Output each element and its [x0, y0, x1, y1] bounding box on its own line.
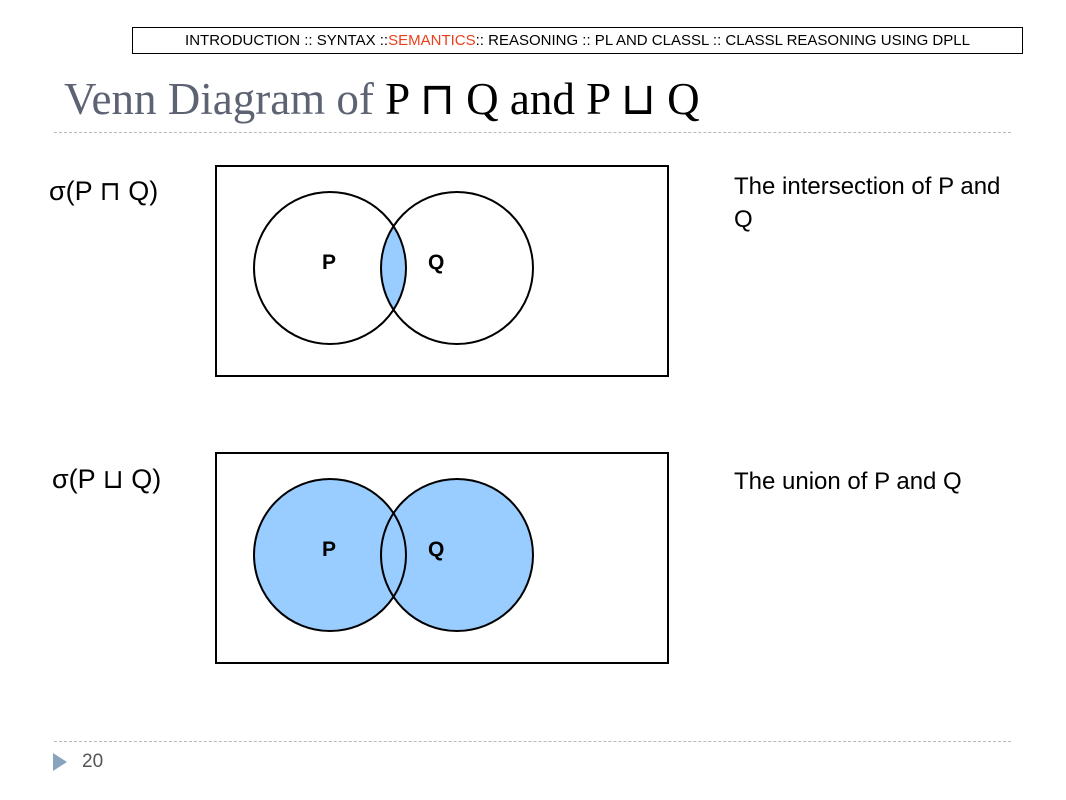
breadcrumb-active-section: SEMANTICS — [388, 32, 476, 49]
label-p: P — [322, 251, 336, 274]
union-region-q — [381, 479, 533, 631]
label-q: Q — [428, 251, 444, 274]
union-expression: σ(P ⊔ Q) — [52, 464, 162, 494]
circle-p — [253, 191, 407, 345]
circle-q — [380, 478, 534, 632]
union-region-p — [254, 479, 406, 631]
circle-p — [253, 478, 407, 632]
page-number: 20 — [82, 751, 104, 772]
intersection-venn-diagram: P Q — [215, 165, 669, 377]
label-p: P — [322, 538, 336, 561]
title-expression: P ⊓ Q and P ⊔ Q — [385, 74, 700, 124]
label-q: Q — [428, 538, 444, 561]
header-divider — [54, 132, 1011, 133]
breadcrumb-before: INTRODUCTION :: SYNTAX :: — [185, 32, 389, 49]
title-prefix: Venn Diagram of — [64, 74, 386, 124]
footer-divider — [54, 741, 1011, 742]
intersection-description: The intersection of P and Q — [734, 173, 1001, 233]
union-description: The union of P and Q — [734, 468, 962, 495]
circle-q — [380, 191, 534, 345]
breadcrumb: INTRODUCTION :: SYNTAX :: SEMANTICS :: R… — [132, 27, 1023, 54]
intersection-expression: σ(P ⊓ Q) — [49, 176, 159, 206]
universe-box — [215, 165, 669, 377]
triangle-right-icon — [53, 753, 67, 771]
breadcrumb-after: :: REASONING :: PL AND CLASSL :: CLASSL … — [475, 32, 970, 49]
union-venn-diagram: P Q — [215, 452, 669, 664]
page-title: Venn Diagram of P ⊓ Q and P ⊔ Q — [64, 72, 700, 125]
